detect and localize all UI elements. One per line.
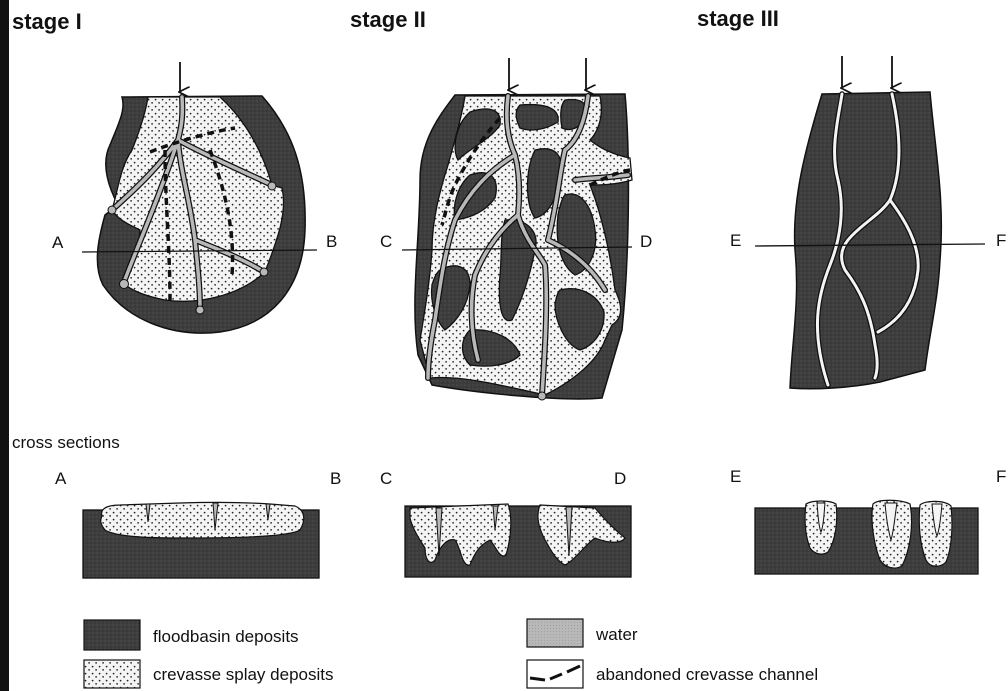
stage-2-title: stage II [350,7,426,32]
stage-3-title: stage III [697,6,779,31]
stage-1-map: A B [52,62,337,333]
section-label-e: E [730,467,741,486]
stage-1-label-right: B [326,232,337,251]
stage-3-map: E F [730,56,1006,389]
section-label-b: B [330,469,341,488]
legend-swatch-abandoned [527,660,583,688]
legend-swatch-water [527,619,583,647]
stage-2-label-right: D [640,232,652,251]
stage-3-label-left: E [730,231,741,250]
section-label-d: D [614,469,626,488]
section-label-c: C [380,469,392,488]
stage-1-title: stage I [12,9,82,34]
legend-swatch-splay [84,660,140,688]
cross-sections-heading: cross sections [12,433,120,452]
stage-3-label-right: F [996,231,1006,250]
legend-label-floodbasin: floodbasin deposits [153,627,299,646]
cross-section-cd: C D [380,469,631,577]
legend: floodbasin deposits crevasse splay depos… [84,619,818,688]
cross-section-ab: A B [55,469,341,578]
section-label-a: A [55,469,67,488]
stage-2-label-left: C [380,232,392,251]
section-label-f: F [996,467,1006,486]
section-ab-splay [101,502,304,538]
stage-1-label-left: A [52,233,64,252]
cross-section-ef: E F [730,467,1006,574]
stage-3-floodbasin [790,92,941,389]
legend-swatch-floodbasin [84,620,140,650]
legend-label-splay: crevasse splay deposits [153,665,333,684]
legend-label-abandoned: abandoned crevasse channel [596,665,818,684]
legend-label-water: water [595,625,638,644]
stage-2-map: C D [380,58,652,400]
